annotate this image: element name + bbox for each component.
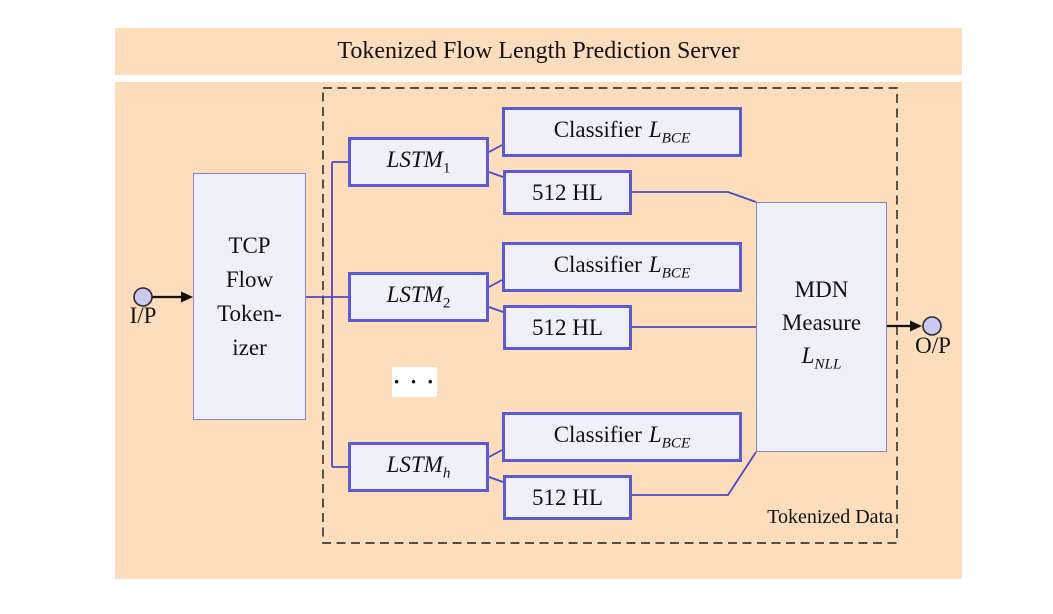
mdn-label-line2: Measure xyxy=(781,310,862,336)
figure-title: Tokenized Flow Length Prediction Server xyxy=(337,38,740,64)
branch-ellipsis: · · · xyxy=(392,367,437,397)
output-arrow xyxy=(887,320,922,332)
mdn-loss-label: LNLL xyxy=(801,343,842,373)
input-arrow xyxy=(152,291,193,303)
mdn-label-line1: MDN xyxy=(794,277,849,303)
connector-layer xyxy=(133,87,942,544)
lstm-1-box: LSTM1 xyxy=(348,137,489,187)
hidden-layer-h-label: 512 HL xyxy=(532,484,603,510)
output-node xyxy=(922,316,942,336)
tcp-flow-tokenizer-label: TCP Flow Token- izer xyxy=(217,232,282,360)
hl3-to-mdn-line xyxy=(632,451,757,496)
title-bar: Tokenized Flow Length Prediction Server xyxy=(115,28,962,75)
mdn-measure-box: MDN Measure LNLL xyxy=(756,202,887,452)
lstm-2-box: LSTM2 xyxy=(348,272,489,322)
hidden-layer-1-box: 512 HL xyxy=(503,170,632,215)
lstm-output-lines xyxy=(488,144,504,483)
hidden-layer-1-label: 512 HL xyxy=(532,179,603,205)
lstm-h-label: LSTMh xyxy=(386,452,451,482)
lstm-2-label: LSTM2 xyxy=(386,282,451,312)
lstm-h-box: LSTMh xyxy=(348,442,489,492)
hl1-to-mdn-line xyxy=(632,191,757,203)
lstm-1-label: LSTM1 xyxy=(386,147,451,177)
input-label: I/P xyxy=(129,303,157,328)
output-label: O/P xyxy=(915,333,951,358)
hidden-layer-h-box: 512 HL xyxy=(503,475,632,520)
tokenizer-branch-lines xyxy=(306,161,348,468)
tokenized-data-label: Tokenized Data xyxy=(767,506,893,528)
tcp-flow-tokenizer-box: TCP Flow Token- izer xyxy=(193,173,306,420)
hidden-layer-2-box: 512 HL xyxy=(503,305,632,350)
input-node xyxy=(133,287,153,307)
hidden-layer-2-label: 512 HL xyxy=(532,314,603,340)
tokenized-data-boundary xyxy=(322,87,898,544)
